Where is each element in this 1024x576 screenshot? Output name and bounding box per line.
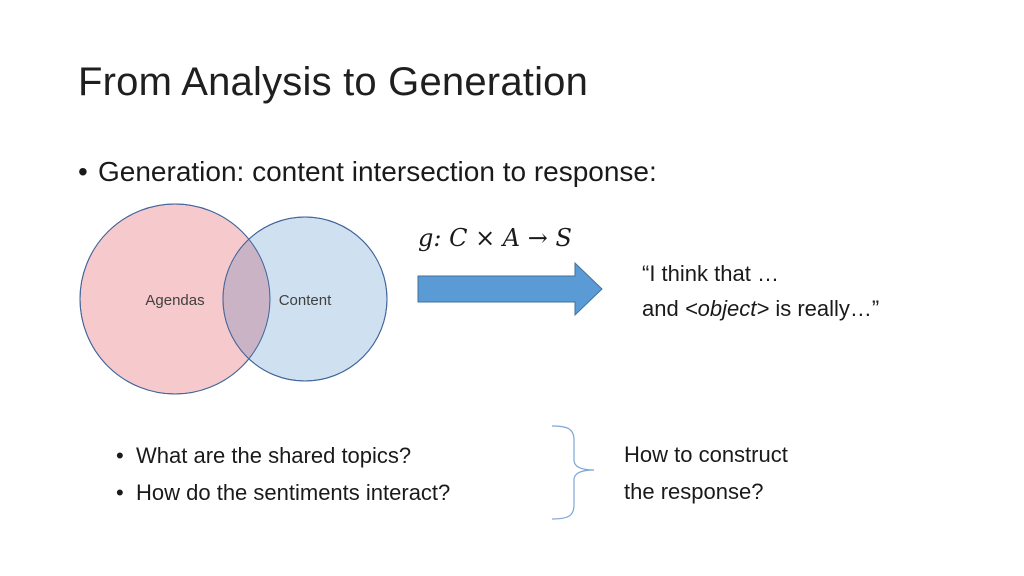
question-item: • How do the sentiments interact?	[116, 474, 450, 511]
response-note-line-2: the response?	[624, 479, 764, 504]
response-quote: “I think that … and <object> is really…”	[642, 256, 879, 326]
question-text: How do the sentiments interact?	[136, 480, 451, 505]
venn-agendas-outline	[79, 203, 271, 395]
question-list: • What are the shared topics? • How do the…	[116, 437, 450, 511]
bullet-glyph: •	[116, 443, 124, 468]
quote-line-2-suffix: is really…”	[769, 296, 880, 321]
quote-line-2: and <object> is really…”	[642, 291, 879, 326]
quote-line-1: “I think that …	[642, 261, 779, 286]
venn-content-label: Content	[279, 292, 332, 309]
venn-content-outline	[222, 216, 388, 382]
response-note: How to construct the response?	[624, 436, 788, 510]
main-bullet: • Generation: content intersection to res…	[78, 156, 657, 188]
question-item: • What are the shared topics?	[116, 437, 450, 474]
main-bullet-text: Generation: content intersection to resp…	[98, 156, 657, 187]
question-text: What are the shared topics?	[136, 443, 412, 468]
quote-line-2-prefix: and	[642, 296, 685, 321]
mapping-formula: g: C × A → S	[418, 224, 572, 252]
response-note-line-1: How to construct	[624, 442, 788, 467]
slide-title: From Analysis to Generation	[78, 60, 589, 104]
bullet-glyph: •	[116, 480, 124, 505]
venn-agendas-label: Agendas	[145, 292, 204, 309]
right-arrow-shape	[417, 261, 603, 317]
bullet-glyph: •	[78, 156, 88, 187]
right-brace-icon	[551, 425, 595, 520]
quote-object-placeholder: <object>	[684, 296, 770, 321]
